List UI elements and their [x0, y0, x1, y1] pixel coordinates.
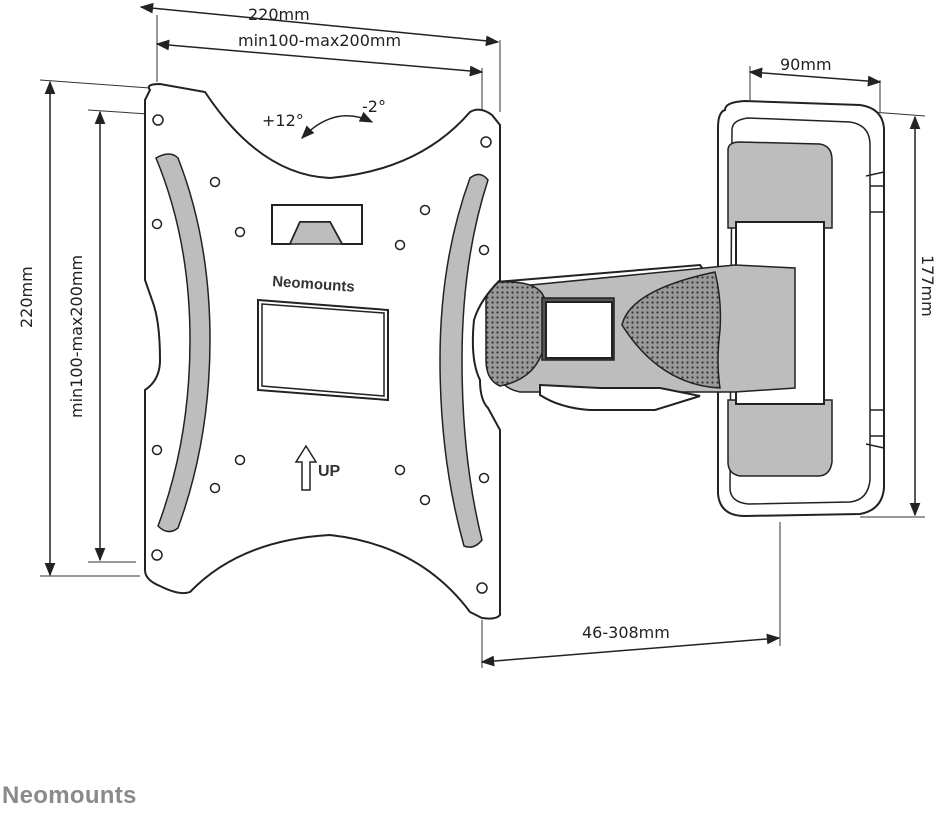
- vesa-horizontal-label: min100-max200mm: [238, 31, 401, 50]
- plate-height-label: 220mm: [17, 266, 36, 328]
- vesa-plate: [144, 82, 501, 620]
- swing-arm: [485, 263, 796, 411]
- footer-logo: Neomounts: [2, 782, 137, 809]
- wall-plate-height-label: 177mm: [918, 255, 937, 317]
- plate-width-label: 220mm: [248, 5, 310, 24]
- wall-plate-width-label: 90mm: [780, 55, 832, 74]
- plate-logo: Neomounts: [272, 273, 355, 296]
- dimension-lines: [39, 2, 926, 668]
- vesa-vertical-label: min100-max200mm: [67, 255, 86, 418]
- tilt-up-label: +12°: [262, 111, 304, 130]
- tilt-down-label: -2°: [362, 97, 386, 116]
- up-label: UP: [318, 463, 341, 480]
- wall-distance-label: 46-308mm: [582, 623, 670, 642]
